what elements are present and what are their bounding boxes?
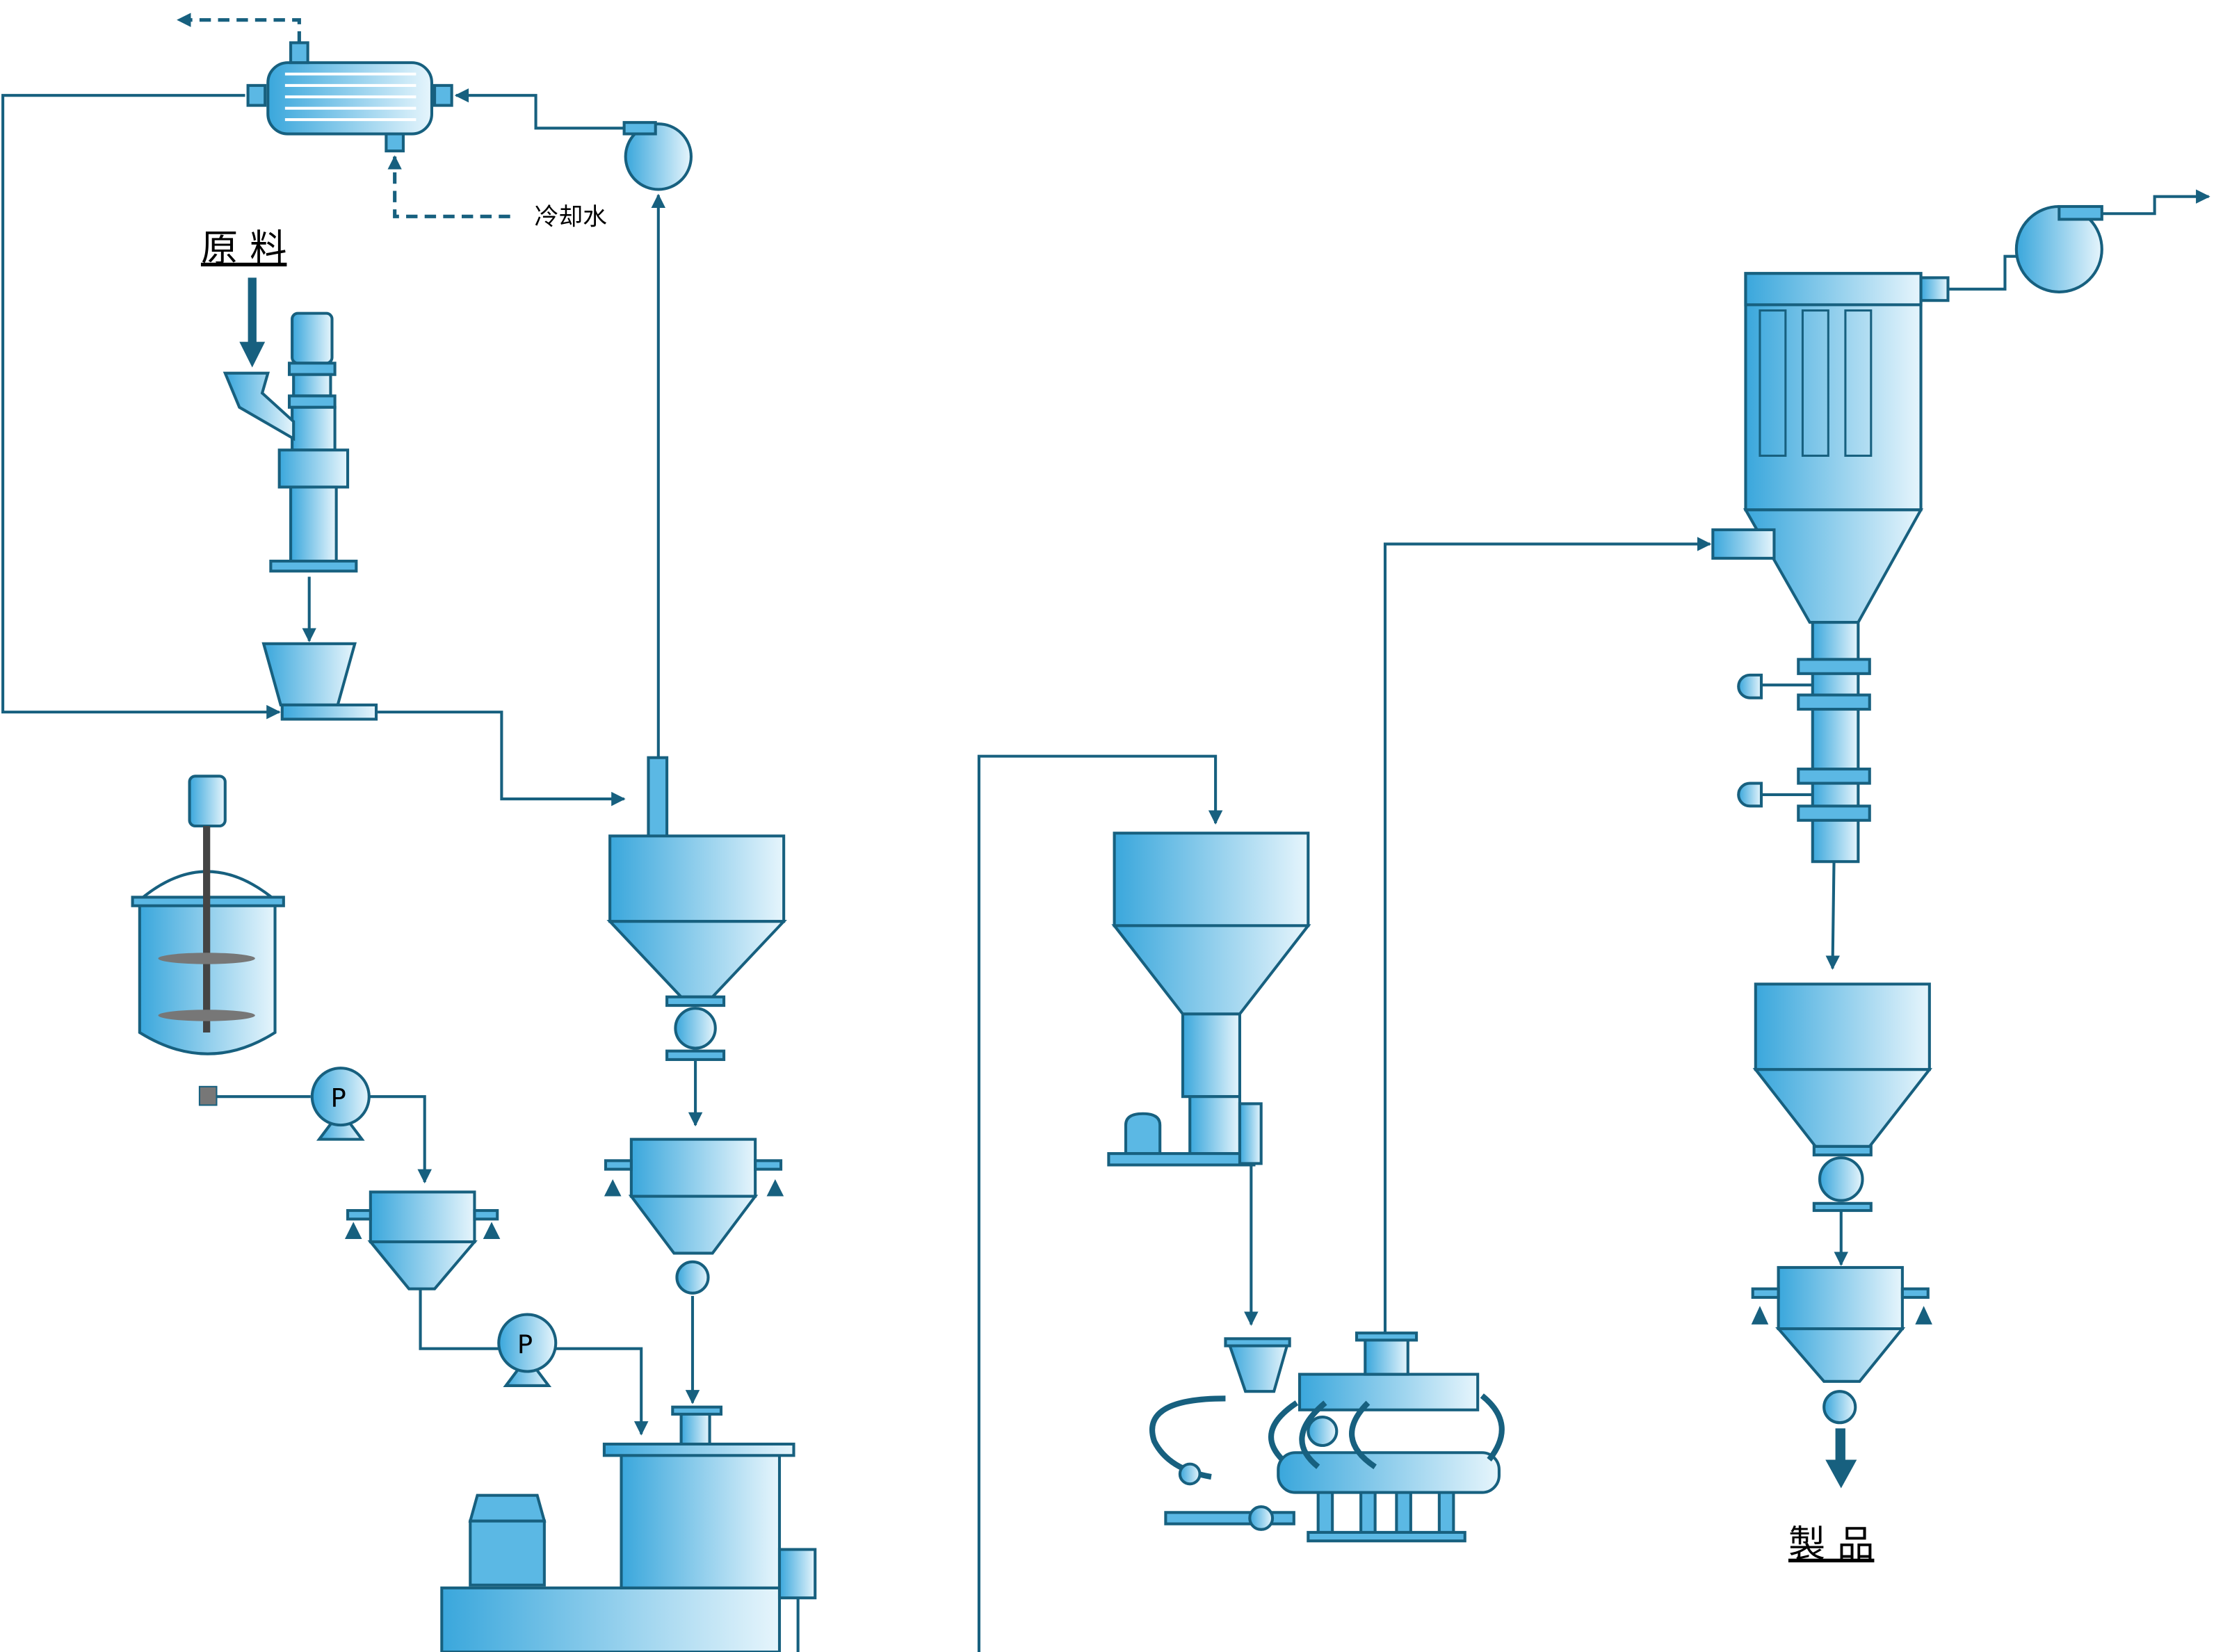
raw-material-label: 原 料 — [201, 227, 286, 270]
feed-hopper-2 — [1107, 832, 1311, 1167]
cooling-water-label: 冷却水 — [535, 204, 607, 232]
product-outlet-arrow — [1825, 1428, 1857, 1489]
feed-hopper — [261, 642, 378, 721]
mixer-unit — [440, 1405, 817, 1652]
tee-joint — [647, 756, 669, 842]
exhaust-fan — [2014, 204, 2103, 293]
pump-2-label: P — [517, 1329, 533, 1359]
jet-mill — [1149, 1331, 1505, 1543]
product-hopper — [1752, 982, 1933, 1213]
small-hopper-2 — [344, 1190, 501, 1290]
agitator-tank — [131, 775, 285, 1106]
pump-1-label: P — [330, 1083, 346, 1113]
heat-exchanger — [246, 41, 453, 153]
product-label: 製 品 — [1788, 1523, 1874, 1566]
small-hopper-3 — [1751, 1265, 1932, 1425]
pre-mill — [223, 311, 358, 573]
circulation-fan — [622, 121, 693, 191]
pump-2: P — [497, 1313, 558, 1388]
pump-1: P — [310, 1067, 371, 1141]
small-hopper-1 — [604, 1137, 784, 1295]
collector-hopper-1 — [606, 834, 787, 1061]
raw-material-arrow — [239, 277, 266, 368]
bag-filter — [1711, 272, 1950, 864]
